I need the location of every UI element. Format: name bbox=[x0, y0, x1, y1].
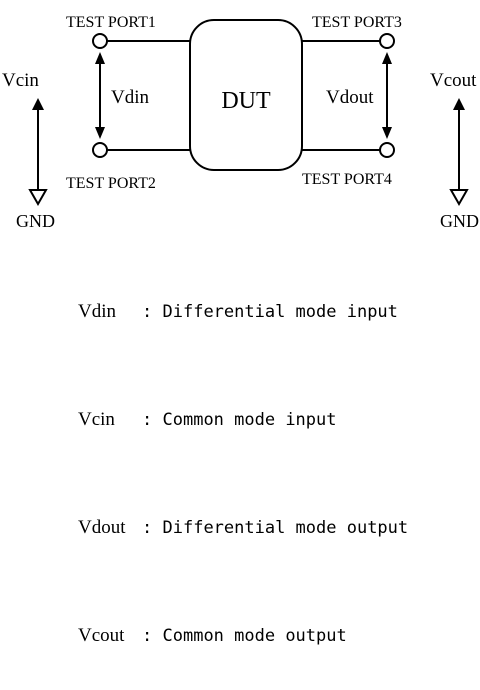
dut-label: DUT bbox=[221, 88, 271, 114]
gnd-left-label: GND bbox=[16, 211, 55, 231]
legend: Vdin: Differential mode input Vcin: Comm… bbox=[78, 222, 408, 690]
vdout-arrow bbox=[382, 52, 392, 139]
legend-symbol: Vcout bbox=[78, 625, 125, 646]
port1-label: TEST PORT1 bbox=[66, 14, 156, 31]
vdin-arrow bbox=[95, 52, 105, 139]
legend-row: Vcout: Common mode output bbox=[78, 618, 408, 654]
vcout-arrow bbox=[453, 98, 465, 190]
legend-row: Vdin: Differential mode input bbox=[78, 294, 408, 330]
legend-symbol: Vcin bbox=[78, 409, 115, 430]
port3-label: TEST PORT3 bbox=[312, 14, 402, 31]
legend-description: Common mode input bbox=[162, 410, 337, 430]
vdout-label: Vdout bbox=[326, 87, 374, 108]
vdin-label: Vdin bbox=[111, 87, 150, 108]
test-setup-diagram: TEST PORT1 TEST PORT2 TEST PORT3 TEST PO… bbox=[2, 14, 479, 231]
legend-separator: : bbox=[142, 302, 153, 322]
ground-symbol-left bbox=[28, 189, 48, 207]
dut-box bbox=[189, 19, 303, 171]
vcout-label: Vcout bbox=[430, 70, 477, 91]
port3-terminal bbox=[379, 33, 395, 49]
ground-symbol-right bbox=[449, 189, 469, 207]
legend-row: Vdout: Differential mode output bbox=[78, 510, 408, 546]
legend-description: Differential mode input bbox=[162, 302, 398, 322]
port1-terminal bbox=[92, 33, 108, 49]
port4-terminal bbox=[379, 142, 395, 158]
legend-separator: : bbox=[142, 410, 153, 430]
legend-symbol: Vdout bbox=[78, 517, 126, 538]
legend-row: Vcin: Common mode input bbox=[78, 402, 408, 438]
port4-label: TEST PORT4 bbox=[302, 171, 392, 188]
port2-label: TEST PORT2 bbox=[66, 175, 156, 192]
legend-separator: : bbox=[142, 626, 153, 646]
vcin-arrow bbox=[32, 98, 44, 190]
legend-description: Differential mode output bbox=[162, 518, 409, 538]
legend-symbol: Vdin bbox=[78, 301, 116, 322]
legend-description: Common mode output bbox=[162, 626, 347, 646]
vcin-label: Vcin bbox=[2, 70, 39, 91]
gnd-right-label: GND bbox=[440, 211, 479, 231]
legend-separator: : bbox=[142, 518, 153, 538]
port2-terminal bbox=[92, 142, 108, 158]
